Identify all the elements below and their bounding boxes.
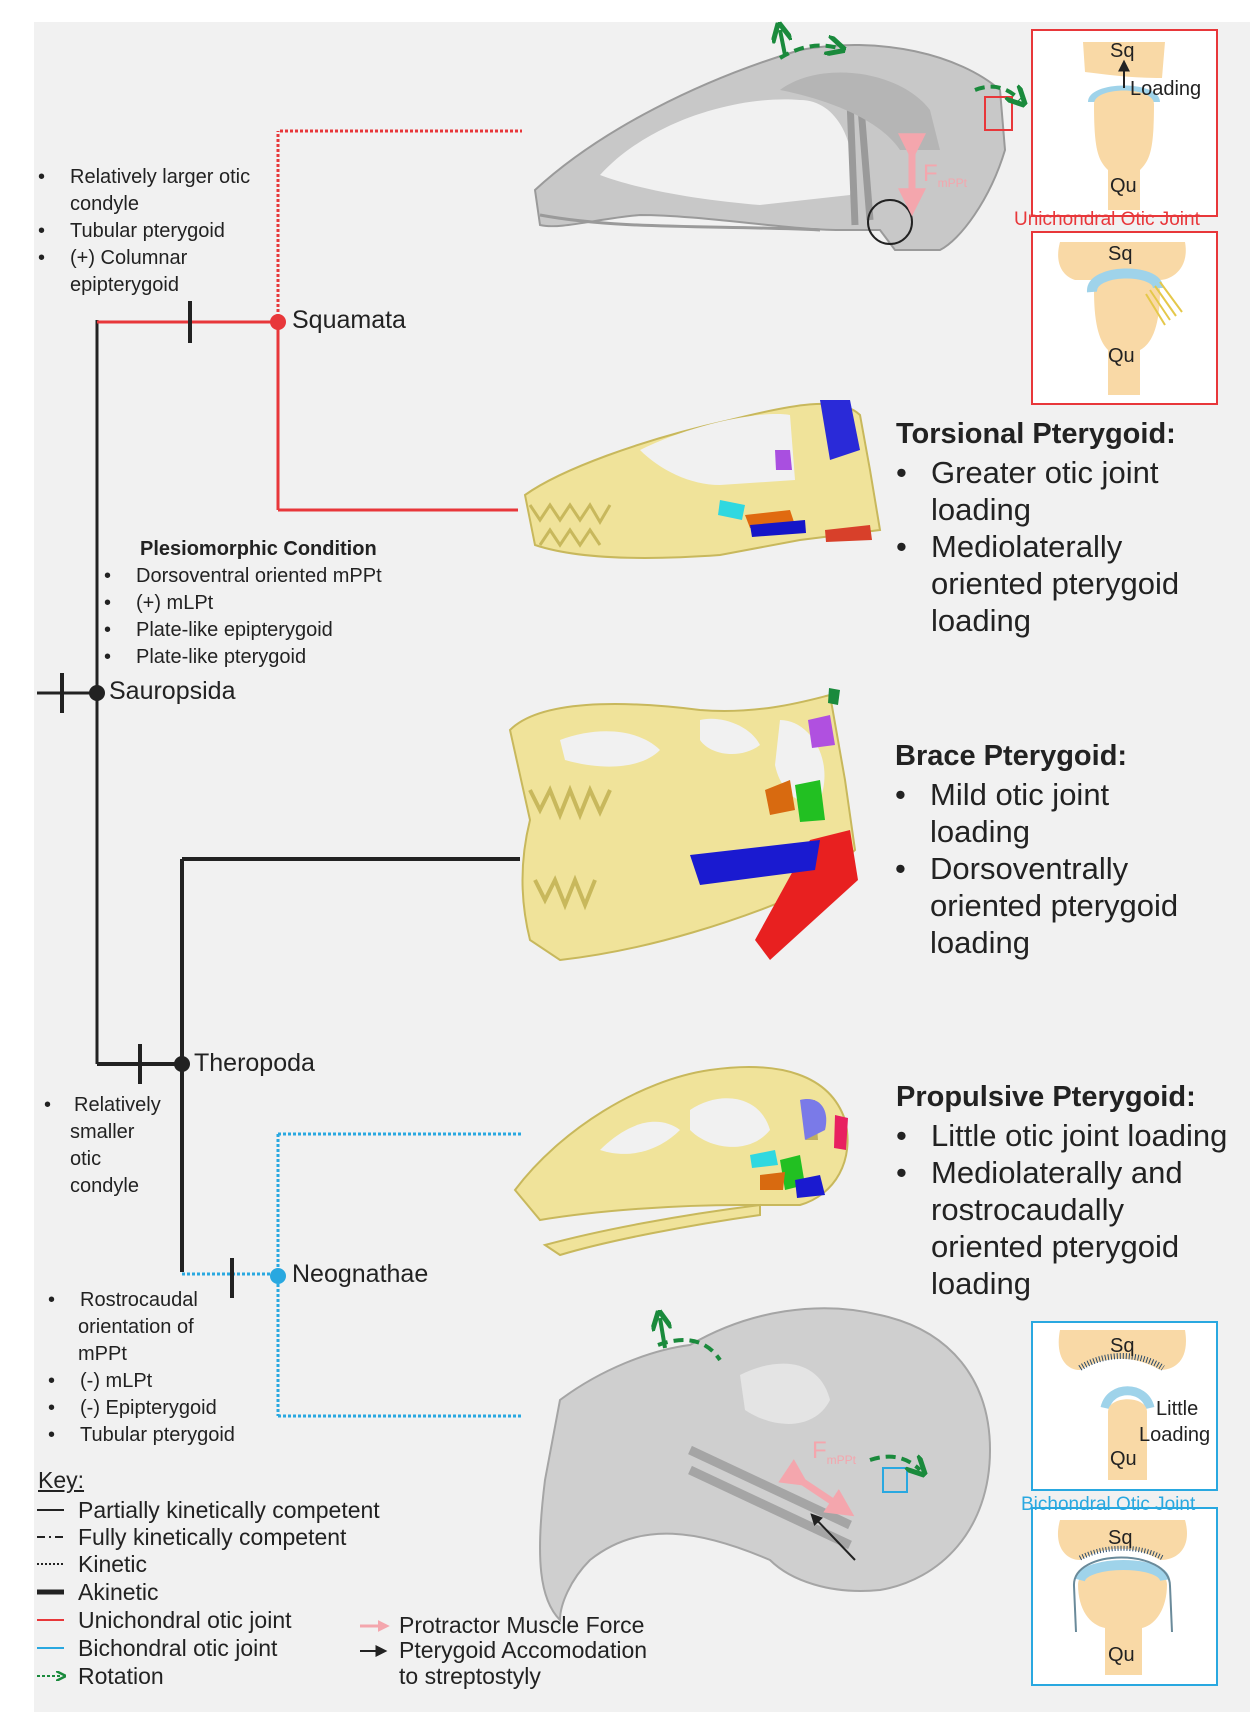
label-sq: Sq	[1108, 243, 1132, 266]
label-bichondral: Bichondral Otic Joint	[1021, 1494, 1195, 1516]
traits-theropoda: •Relatively smaller otic condyle	[44, 1092, 184, 1200]
model-line: loading	[930, 813, 1030, 850]
model-line: Mediolaterally	[931, 528, 1122, 565]
key-item: Akinetic	[78, 1579, 159, 1606]
model-line: loading	[931, 602, 1031, 639]
trait-line: Relatively	[74, 1092, 161, 1119]
label-sq: Sq	[1108, 1527, 1132, 1550]
label-qu: Qu	[1110, 1448, 1137, 1471]
clade-squamata: Squamata	[292, 306, 406, 335]
trait-line: (-) mLPt	[80, 1368, 152, 1395]
force-symbol: F	[812, 1437, 827, 1464]
model-line: Dorsoventrally	[930, 850, 1128, 887]
trait-line: otic	[70, 1146, 101, 1173]
label-unichondral: Unichondral Otic Joint	[1014, 209, 1200, 231]
trait-line: Plate-like epipterygoid	[136, 617, 333, 644]
tyrannosaur-skull	[510, 688, 858, 960]
node-neognathae	[270, 1268, 286, 1284]
plesiomorphic-title: Plesiomorphic Condition	[140, 538, 377, 561]
node-squamata	[270, 314, 286, 330]
key-item: Pterygoid Accomodation	[399, 1637, 647, 1664]
bird-skull-gray	[540, 1308, 990, 1620]
trait-line: (+) Columnar	[70, 245, 187, 272]
model-torsional-title: Torsional Pterygoid:	[896, 418, 1176, 451]
trait-line: Tubular pterygoid	[70, 218, 225, 245]
trait-line: (-) Epipterygoid	[80, 1395, 217, 1422]
model-line: oriented pterygoid	[931, 565, 1179, 602]
trait-line: epipterygoid	[70, 272, 179, 299]
trait-line: condyle	[70, 191, 139, 218]
lizard-skull	[535, 30, 1020, 250]
force-label: FmPPt	[923, 160, 967, 190]
model-line: rostrocaudally	[931, 1191, 1124, 1228]
model-line: loading	[931, 1265, 1031, 1302]
clade-neognathae: Neognathae	[292, 1260, 428, 1289]
trait-line: condyle	[70, 1173, 139, 1200]
label-sq: Sq	[1110, 1335, 1134, 1358]
model-brace-list: •Mild otic joint loading •Dorsoventrally…	[895, 776, 1225, 961]
label-qu: Qu	[1108, 345, 1135, 368]
label-qu: Qu	[1108, 1644, 1135, 1667]
model-line: oriented pterygoid	[930, 887, 1178, 924]
model-line: Greater otic joint	[931, 454, 1158, 491]
cladogram	[37, 131, 522, 1416]
force-subscript: mPPt	[827, 1453, 856, 1467]
traits-neognathae: •Rostrocaudal orientation of mPPt •(-) m…	[48, 1287, 288, 1449]
model-line: loading	[931, 491, 1031, 528]
key-item: Kinetic	[78, 1551, 147, 1578]
force-subscript: mPPt	[938, 176, 967, 190]
label-loading: Loading	[1139, 1424, 1210, 1447]
key-item: Partially kinetically competent	[78, 1497, 380, 1524]
traits-plesiomorphic: •Dorsoventral oriented mPPt •(+) mLPt •P…	[104, 563, 404, 671]
trait-line: Relatively larger otic	[70, 164, 250, 191]
label-little: Little	[1156, 1398, 1198, 1421]
key-title: Key:	[38, 1467, 84, 1494]
model-line: oriented pterygoid	[931, 1228, 1179, 1265]
trait-line: Rostrocaudal	[80, 1287, 198, 1314]
label-loading: Loading	[1130, 78, 1201, 101]
label-qu: Qu	[1110, 175, 1137, 198]
label-sq: Sq	[1110, 40, 1134, 63]
trait-line: mPPt	[78, 1341, 127, 1368]
node-sauropsida	[89, 685, 105, 701]
model-propulsive-list: •Little otic joint loading •Mediolateral…	[896, 1117, 1246, 1302]
model-line: Little otic joint loading	[931, 1117, 1227, 1154]
key-item: Unichondral otic joint	[78, 1607, 292, 1634]
key-item: Fully kinetically competent	[78, 1524, 346, 1551]
model-propulsive-title: Propulsive Pterygoid:	[896, 1081, 1196, 1114]
model-line: Mild otic joint	[930, 776, 1109, 813]
trait-line: Plate-like pterygoid	[136, 644, 306, 671]
traits-squamata: •Relatively larger otic condyle •Tubular…	[38, 164, 278, 299]
key-item: to streptostyly	[399, 1663, 541, 1690]
force-symbol: F	[923, 160, 938, 187]
clade-sauropsida: Sauropsida	[109, 677, 235, 706]
force-label: FmPPt	[812, 1437, 856, 1467]
bird-skull-colored	[515, 1067, 848, 1255]
trait-line: smaller	[70, 1119, 134, 1146]
trait-line: Tubular pterygoid	[80, 1422, 235, 1449]
clade-theropoda: Theropoda	[194, 1049, 315, 1078]
model-torsional-list: •Greater otic joint loading •Mediolatera…	[896, 454, 1226, 639]
model-line: loading	[930, 924, 1030, 961]
model-line: Mediolaterally and	[931, 1154, 1183, 1191]
key-item: Rotation	[78, 1663, 164, 1690]
model-brace-title: Brace Pterygoid:	[895, 740, 1127, 773]
trait-line: orientation of	[78, 1314, 194, 1341]
key-item: Bichondral otic joint	[78, 1635, 277, 1662]
trait-line: (+) mLPt	[136, 590, 213, 617]
node-theropoda	[174, 1056, 190, 1072]
key-item: Protractor Muscle Force	[399, 1612, 644, 1639]
trait-line: Dorsoventral oriented mPPt	[136, 563, 382, 590]
lizard-skull-colored	[525, 400, 880, 558]
